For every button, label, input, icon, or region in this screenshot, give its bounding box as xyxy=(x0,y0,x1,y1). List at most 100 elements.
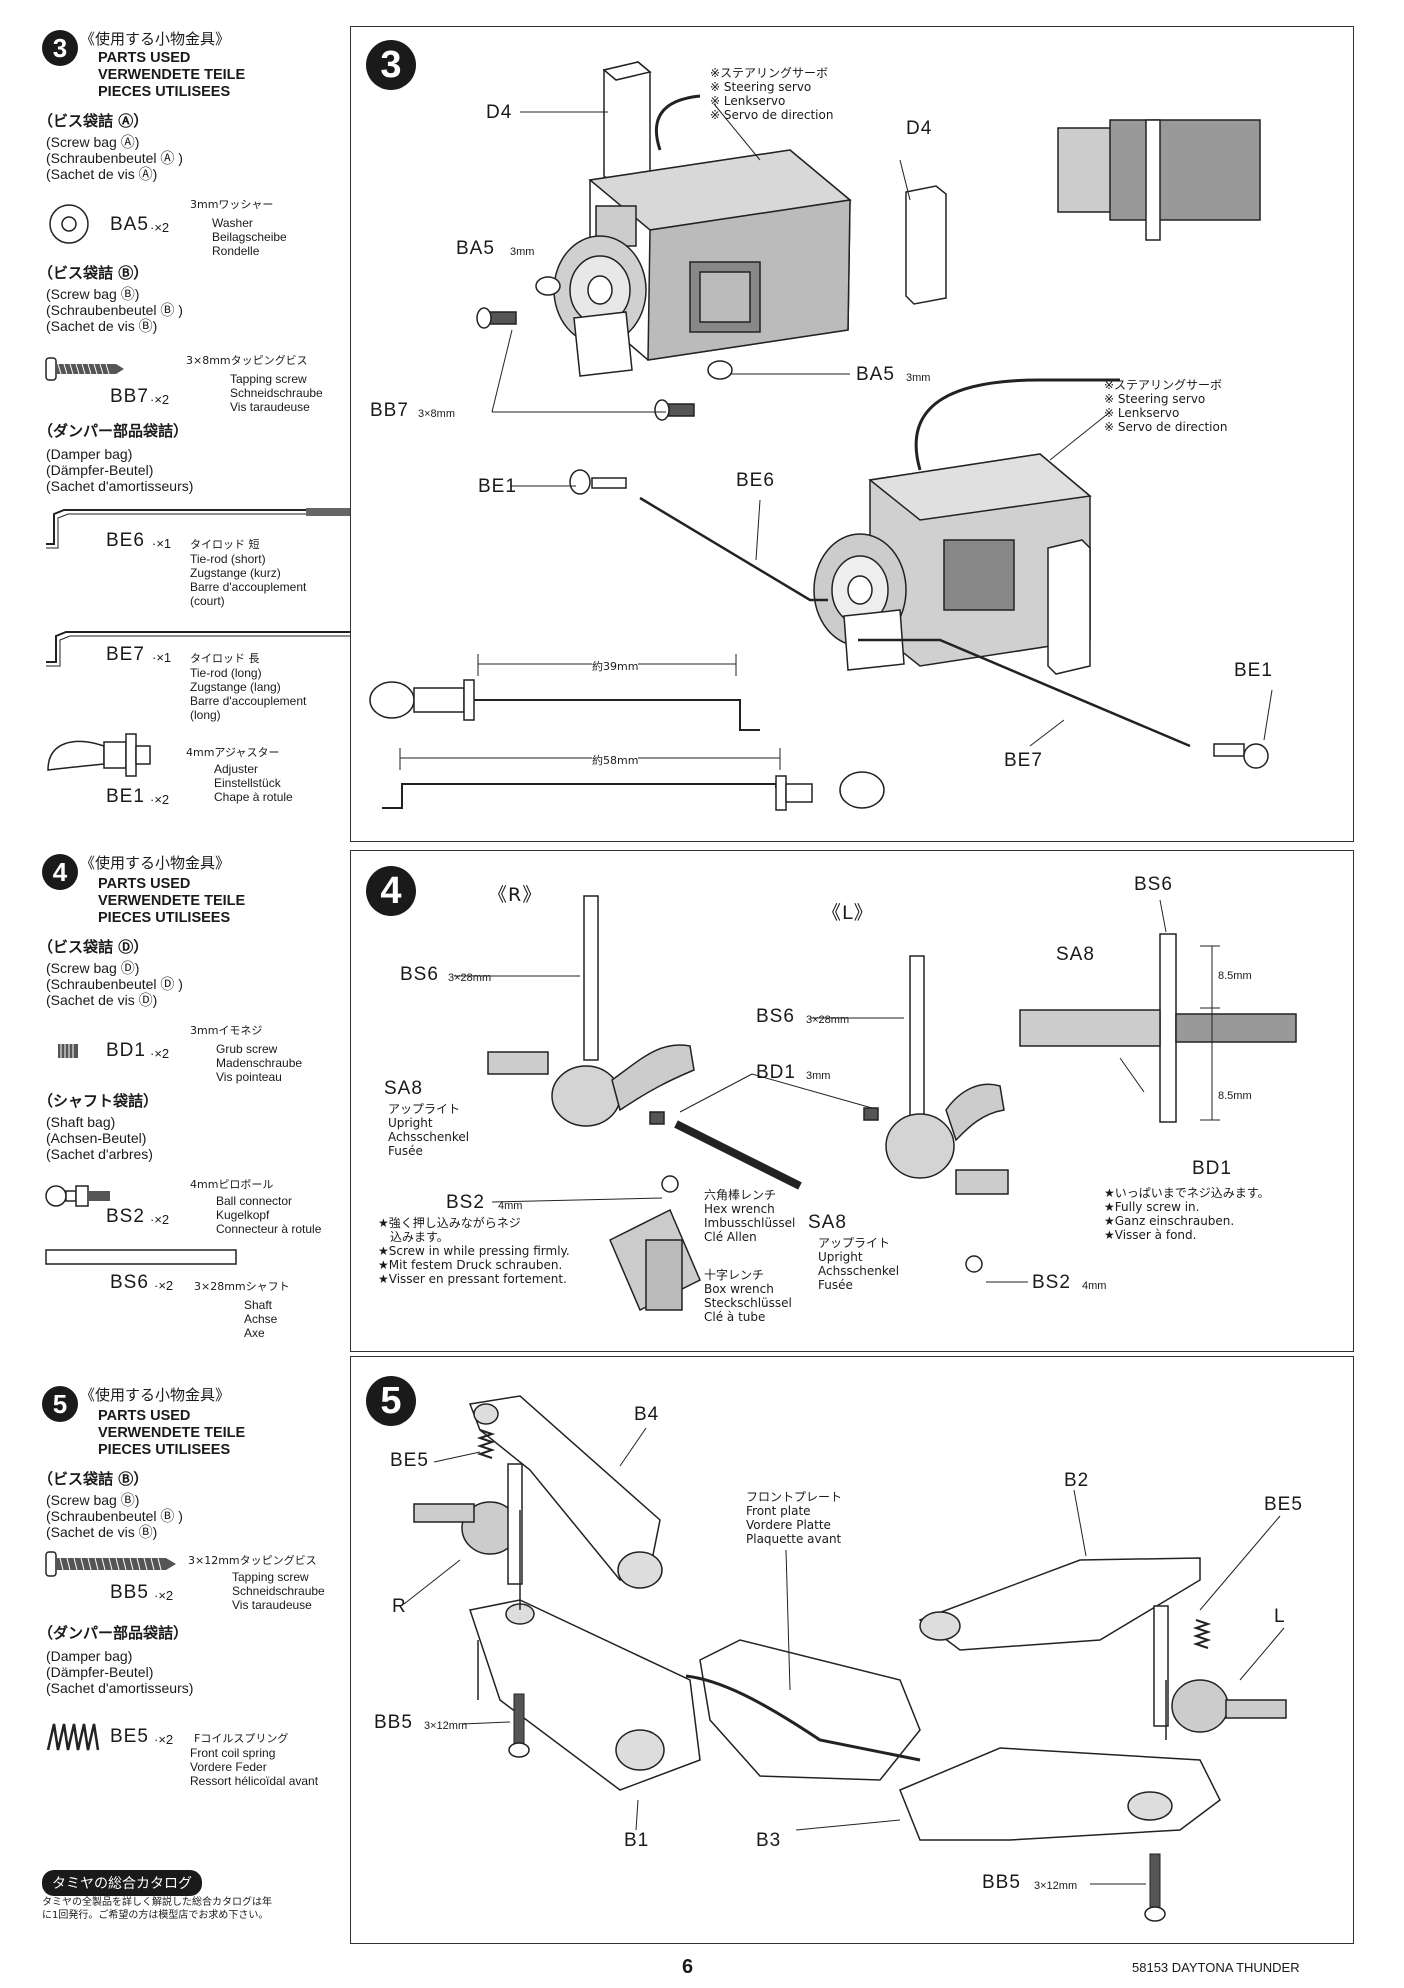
upright-r-de: Achsschenkel xyxy=(388,1130,470,1144)
label-bs6-r-size: 3×28mm xyxy=(448,972,492,984)
bb7-desc-en: Tapping screw xyxy=(230,372,307,386)
bs6-desc-de: Achse xyxy=(244,1312,278,1326)
step-5-parts-used: PARTS USED VERWENDETE TEILE PIECES UTILI… xyxy=(98,1408,245,1459)
label-ba5-bottom-size: 3mm xyxy=(906,372,931,384)
be7-qty: ·×1 xyxy=(152,650,172,665)
ba5-desc-en: Washer xyxy=(212,216,253,230)
label-ba5-top-size: 3mm xyxy=(510,246,535,258)
model-number: 58153 DAYTONA THUNDER xyxy=(1132,1960,1300,1975)
step-3-panel xyxy=(350,26,1354,842)
label-bs6-l-size: 3×28mm xyxy=(806,1014,850,1026)
label-b1: B1 xyxy=(624,1830,650,1851)
bag-a-jp: （ビス袋詰 Ⓐ） xyxy=(38,112,149,130)
damper-jp: （ダンパー部品袋詰） xyxy=(38,422,189,440)
ba5-desc: Washer Beilagscheibe Rondelle xyxy=(212,216,287,258)
ba5-jp: 3mmワッシャー xyxy=(190,198,274,211)
be7-desc-0: Tie-rod (long) xyxy=(190,666,262,680)
label-bd1-size: 3mm xyxy=(806,1070,831,1082)
servo-bottom-de: ※ Lenkservo xyxy=(1104,406,1180,420)
label-bs2-r-size: 4mm xyxy=(498,1200,523,1212)
bag-b-labels: (Screw bag Ⓑ) (Schraubenbeutel Ⓑ ) (Sach… xyxy=(46,286,183,334)
damper5-de: (Dämpfer-Beutel) xyxy=(46,1664,154,1680)
ba5-qty: ·×2 xyxy=(150,220,170,235)
bd1-jp: 3mmイモネジ xyxy=(190,1024,263,1037)
label-b2: B2 xyxy=(1064,1470,1090,1491)
label-bs6-r: BS6 xyxy=(400,964,439,985)
bag-b5-fr: (Sachet de vis Ⓑ) xyxy=(46,1524,158,1540)
ba5-desc-fr: Rondelle xyxy=(212,244,260,258)
be1-desc: Adjuster Einstellstück Chape à rotule xyxy=(214,762,293,804)
bs6-code: BS6 xyxy=(110,1272,149,1293)
servo-bottom-jp: ※ステアリングサーボ xyxy=(1104,378,1223,392)
damper5-labels: (Damper bag) (Dämpfer-Beutel) (Sachet d'… xyxy=(46,1648,193,1696)
tapping-screw-long-icon xyxy=(45,1551,176,1577)
front-plate-en: Front plate xyxy=(746,1504,811,1518)
bd1-desc: Grub screw Madenschraube Vis pointeau xyxy=(216,1042,302,1084)
press-jp-0: ★強く押し込みながらネジ xyxy=(378,1216,521,1230)
adjuster-icon xyxy=(47,733,151,777)
bag-d-de: (Schraubenbeutel Ⓓ ) xyxy=(46,976,183,992)
panel-4-badge: 4 xyxy=(366,866,416,916)
bb7-desc-fr: Vis taraudeuse xyxy=(230,400,310,414)
be5-code: BE5 xyxy=(110,1726,149,1747)
damper-fr: (Sachet d'amortisseurs) xyxy=(46,478,194,494)
bag-b5-de: (Schraubenbeutel Ⓑ ) xyxy=(46,1508,183,1524)
damper-de: (Dämpfer-Beutel) xyxy=(46,462,154,478)
front-plate-de: Vordere Platte xyxy=(746,1518,831,1532)
upright-l-note: アップライト Upright Achsschenkel Fusée xyxy=(818,1236,899,1292)
bag-d-en: (Screw bag Ⓓ) xyxy=(46,960,140,976)
label-l: L xyxy=(1274,1606,1286,1627)
bb7-qty: ·×2 xyxy=(150,392,170,407)
be6-desc-1: Zugstange (kurz) xyxy=(190,566,281,580)
hex-wrench-jp: 六角棒レンチ xyxy=(704,1188,777,1202)
grub-screw-icon xyxy=(58,1044,78,1058)
fully-note: ★いっぱいまでネジ込みます。 ★Fully screw in. ★Ganz ei… xyxy=(1104,1186,1270,1242)
label-bb7: BB7 xyxy=(370,400,409,421)
bb5-desc: Tapping screw Schneidschraube Vis taraud… xyxy=(232,1570,325,1612)
bb7-code: BB7 xyxy=(110,386,149,407)
label-bb5-left-size: 3×12mm xyxy=(424,1720,468,1732)
front-plate-note: フロントプレート Front plate Vordere Platte Plaq… xyxy=(746,1490,842,1546)
bs2-desc-fr: Connecteur à rotule xyxy=(216,1222,322,1236)
label-d4-left: D4 xyxy=(486,102,513,123)
label-bs2-l: BS2 xyxy=(1032,1272,1071,1293)
parts-used-fr: PIECES UTILISEES xyxy=(98,84,231,100)
be1-desc-en: Adjuster xyxy=(214,762,259,776)
mark-right: 《R》 xyxy=(488,884,543,906)
be6-desc-2: Barre d'accouplement xyxy=(190,580,307,594)
be7-desc-1: Zugstange (lang) xyxy=(190,680,281,694)
upright-l-en: Upright xyxy=(818,1250,863,1264)
bb5-code: BB5 xyxy=(110,1582,149,1603)
press-de: ★Mit festem Druck schrauben. xyxy=(378,1258,563,1272)
shaft-de: (Achsen-Beutel) xyxy=(46,1130,147,1146)
upright-r-jp: アップライト xyxy=(388,1102,461,1116)
bag-a-fr: (Sachet de vis Ⓐ) xyxy=(46,166,158,182)
be5-jp: Fコイルスプリング xyxy=(194,1732,289,1745)
damper5-jp: （ダンパー部品袋詰） xyxy=(38,1624,189,1642)
hex-wrench-note: 六角棒レンチ Hex wrench Imbusschlüssel Clé All… xyxy=(704,1188,795,1244)
dim-8-5-top: 8.5mm xyxy=(1218,970,1252,982)
be1-code: BE1 xyxy=(106,786,145,807)
bag-a-labels: (Screw bag Ⓐ) (Schraubenbeutel Ⓐ ) (Sach… xyxy=(46,134,183,182)
label-sa8-r: SA8 xyxy=(384,1078,423,1099)
panel-3-badge: 3 xyxy=(366,40,416,90)
label-sa8-detail: SA8 xyxy=(1056,944,1095,965)
damper-en: (Damper bag) xyxy=(46,446,133,462)
bag-b-en: (Screw bag Ⓑ) xyxy=(46,286,140,302)
press-fr: ★Visser en pressant fortement. xyxy=(378,1272,567,1286)
mark-left: 《L》 xyxy=(822,902,874,924)
tapping-screw-icon xyxy=(45,357,124,381)
bag-d-jp: （ビス袋詰 Ⓓ） xyxy=(38,938,149,956)
be6-code: BE6 xyxy=(106,530,145,551)
shaft-labels: (Shaft bag) (Achsen-Beutel) (Sachet d'ar… xyxy=(46,1114,153,1162)
dim-short: 約39mm xyxy=(592,658,639,674)
tie-rod-short-icon xyxy=(46,508,378,549)
label-bb5-right: BB5 xyxy=(982,1872,1021,1893)
bd1-code: BD1 xyxy=(106,1040,146,1061)
damper-labels: (Damper bag) (Dämpfer-Beutel) (Sachet d'… xyxy=(46,446,193,494)
be5-qty: ·×2 xyxy=(154,1732,174,1747)
fully-de: ★Ganz einschrauben. xyxy=(1104,1214,1235,1228)
label-bb5-right-size: 3×12mm xyxy=(1034,1880,1078,1892)
bd1-desc-fr: Vis pointeau xyxy=(216,1070,282,1084)
step-4-parts-used: PARTS USED VERWENDETE TEILE PIECES UTILI… xyxy=(98,876,245,927)
